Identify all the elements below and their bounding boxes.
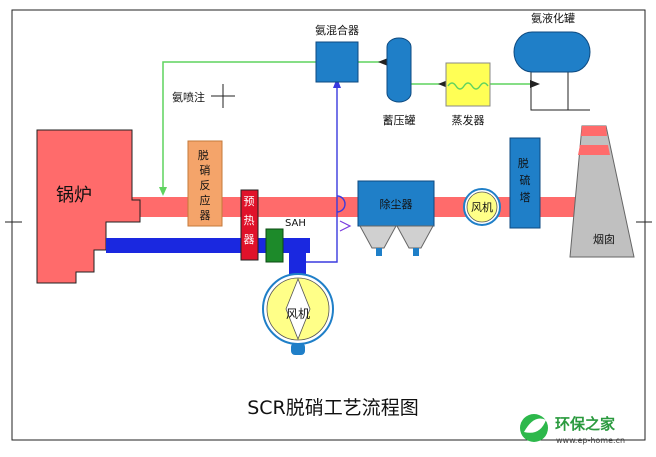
liquid-ammonia-tank-label: 氨液化罐 <box>531 11 575 25</box>
denox-reactor <box>187 140 223 227</box>
evaporator-label: 蒸发器 <box>452 113 485 127</box>
air-duct-down <box>289 238 306 276</box>
evaporator-coil-icon <box>447 82 489 90</box>
watermark-logo: 环保之家 www.ep-home.cn <box>520 414 625 445</box>
buffer-tank: 蓄压罐 <box>383 37 416 127</box>
dust-outlet-right <box>413 248 419 256</box>
label-glyph: 硫 <box>520 173 531 187</box>
bypass-arrow <box>333 78 341 88</box>
desulfurization-tower <box>509 137 541 229</box>
chimney-band-top <box>581 126 607 136</box>
bottom-fan: 风机 <box>262 273 334 355</box>
arrow-into-mixer-line <box>378 58 388 66</box>
ammonia-mixer-label: 氨混合器 <box>315 23 359 37</box>
air-preheater-label: 预热器 <box>244 195 255 246</box>
label-glyph: 应 <box>200 193 211 207</box>
mid-fan-label: 风机 <box>471 200 493 214</box>
label-glyph: 硝 <box>200 164 211 177</box>
dust-collector-body <box>357 180 435 227</box>
mid-fan-rotor <box>466 191 498 223</box>
label-glyph: 器 <box>244 233 255 246</box>
denox-reactor-label: 脱 硝反应器 <box>198 148 213 222</box>
evaporator: 蒸发器 <box>445 62 491 127</box>
ammonia-injection-label: 氨喷注 <box>172 90 205 104</box>
boiler <box>36 129 141 284</box>
buffer-tank-body <box>386 37 412 103</box>
air-preheater <box>240 189 259 261</box>
boiler-label: 锅炉 <box>56 185 92 206</box>
label-glyph: 器 <box>200 209 211 222</box>
diagram-title: SCR脱硝工艺流程图 <box>247 397 419 419</box>
chimney-label: 烟囱 <box>593 232 615 246</box>
denox-reactor-label-text: 脱 <box>198 148 209 162</box>
arrow-out-liquid-tank <box>530 80 540 88</box>
crosshair-icon <box>211 84 235 108</box>
ammonia-mixer <box>315 41 359 83</box>
air-duct <box>106 238 310 276</box>
bottom-fan-blade <box>285 277 311 341</box>
dust-hopper-right <box>396 225 434 249</box>
desulfurization-tower-label: 脱 硫塔 <box>518 156 533 204</box>
label-glyph: 热 <box>244 214 255 227</box>
chimney-band-bottom <box>578 145 610 155</box>
sah-label: SAH <box>285 218 306 229</box>
label-glyph: 预 <box>244 195 255 208</box>
sah-unit <box>265 228 284 263</box>
dust-outlet-left <box>376 248 382 256</box>
buffer-tank-label: 蓄压罐 <box>383 114 416 127</box>
ammonia-injection-line <box>162 61 316 190</box>
liquid-ammonia-tank: 氨液化罐 <box>513 11 591 73</box>
bottom-fan-label: 风机 <box>286 307 310 321</box>
air-duct-horizontal <box>106 238 266 253</box>
dust-hopper-left <box>359 225 397 249</box>
evaporator-body <box>445 62 491 107</box>
watermark-brand: 环保之家 <box>555 415 615 433</box>
watermark-url: www.ep-home.cn <box>556 436 625 445</box>
liquid-ammonia-tank-body <box>513 31 591 73</box>
ammonia-injection-arrow <box>159 187 167 196</box>
label-glyph: 反 <box>200 179 211 192</box>
liquid-tank-supports <box>530 72 590 111</box>
dust-collector: 除尘器 <box>357 180 435 256</box>
flow-arrow-to-dust-collector <box>339 220 352 232</box>
outer-frame <box>11 9 646 441</box>
desulfurization-tower-label-text: 脱 <box>518 156 529 170</box>
bypass-line <box>306 81 338 263</box>
label-glyph: 塔 <box>520 191 531 204</box>
bottom-fan-base <box>291 343 305 355</box>
dust-collector-label: 除尘器 <box>380 197 413 211</box>
chimney: 烟囱 <box>569 125 635 258</box>
bypass-crossover <box>336 195 346 213</box>
logo-leaf-inner <box>524 418 546 433</box>
mid-fan: 风机 <box>463 188 501 226</box>
